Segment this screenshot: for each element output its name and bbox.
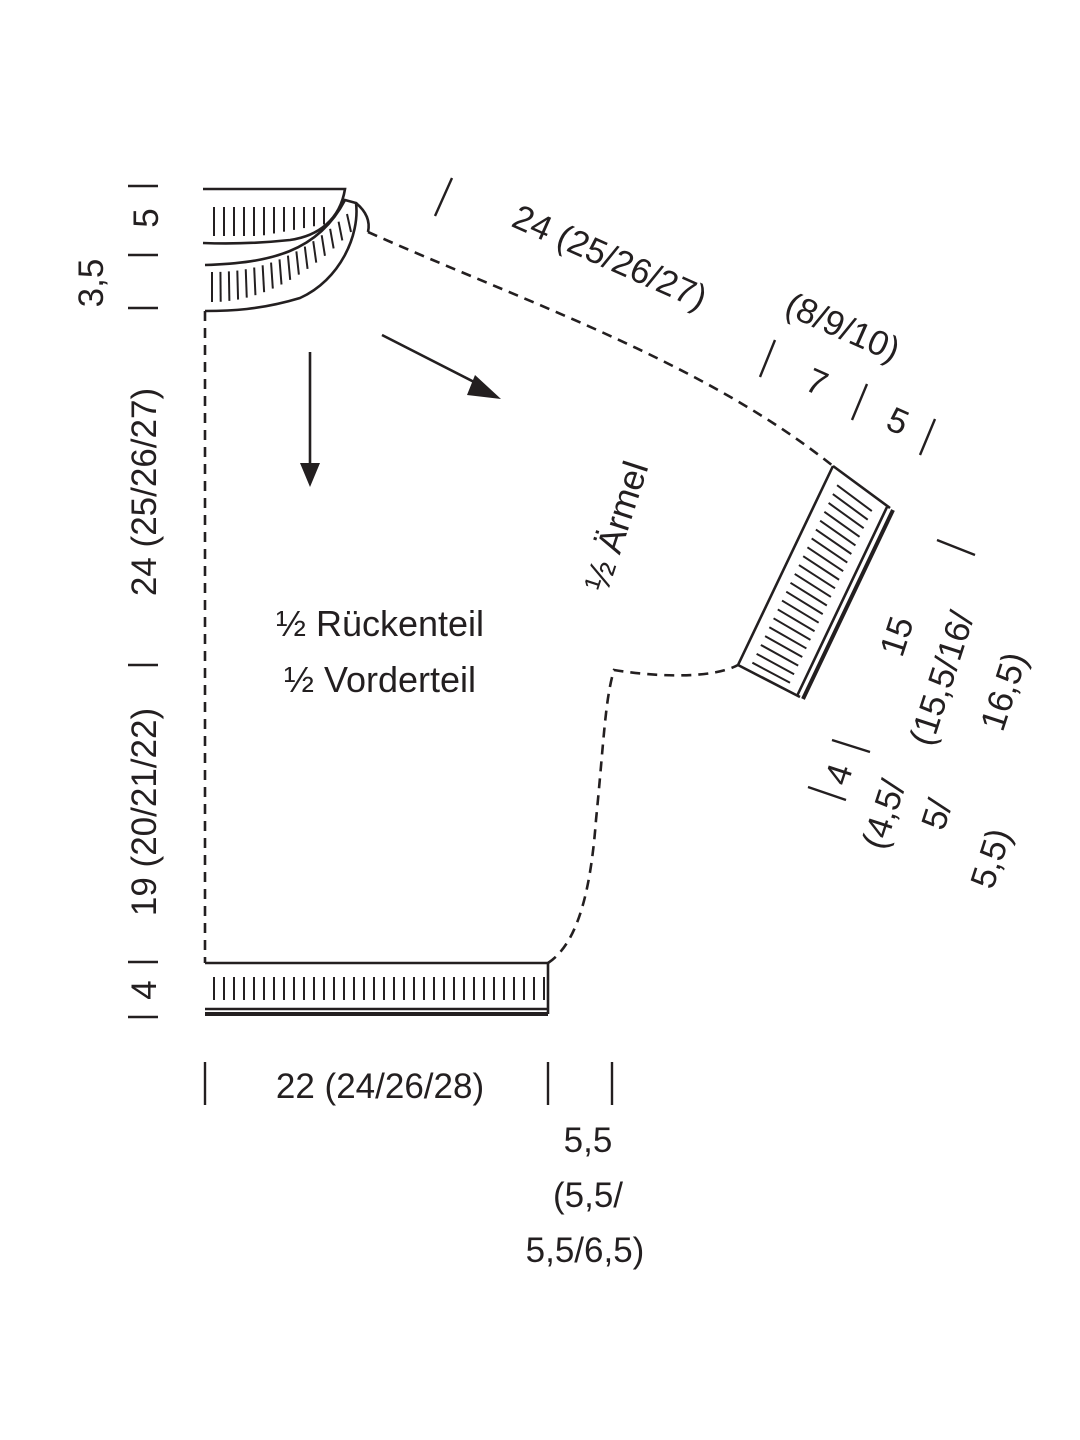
rib-stitch <box>798 564 836 590</box>
rib-stitch <box>764 635 803 658</box>
rib-stitch <box>836 484 873 512</box>
knitting-direction-arrows <box>300 333 501 487</box>
rib-stitch <box>794 573 832 598</box>
dim-underarm-offset-3: 5,5/6,5) <box>526 1231 645 1270</box>
rib-stitch <box>789 581 828 607</box>
rib-stitch <box>819 519 857 547</box>
rib-stitch <box>777 608 816 633</box>
dim-sleeve-upper-sizes: (8/9/10) <box>780 285 906 370</box>
rib-stitch <box>773 617 811 641</box>
rib-stitch <box>802 555 840 581</box>
rib-stitch <box>828 502 865 530</box>
neck-rib-stitches <box>211 207 352 302</box>
rib-stitch <box>815 528 852 555</box>
rib-stitch <box>768 626 807 650</box>
cuff-rib-stitches <box>751 484 873 684</box>
label-sleeve-half: ½ Ärmel <box>576 456 656 596</box>
rib-stitch <box>785 590 824 615</box>
dim-underarm-offset-1: 5,5 <box>564 1121 613 1160</box>
dimension-ticks <box>128 177 976 1105</box>
rib-stitch <box>236 270 240 300</box>
rib-stitch <box>253 267 257 296</box>
label-back-half: ½ Rückenteil <box>276 603 484 644</box>
cuff-ribbing <box>736 464 895 700</box>
dim-cuff-width-1: 15 <box>873 612 922 661</box>
dim-underarm-offset-2: (5,5/ <box>553 1176 623 1215</box>
dim-cuff-width-3: 16,5) <box>973 647 1035 735</box>
rib-stitch <box>756 652 795 676</box>
dim-cuff-depth-3: 5/ <box>914 794 960 834</box>
rib-stitch <box>760 644 799 667</box>
rib-stitch <box>244 269 248 298</box>
dim-cuff-depth-1: 4 <box>818 759 861 790</box>
dim-cuff-depth-2: (4,5/ <box>855 775 914 854</box>
rib-stitch <box>295 251 300 275</box>
rib-stitch <box>329 228 335 249</box>
hem-rib-stitches <box>213 977 545 1000</box>
label-front-half: ½ Vorderteil <box>284 659 476 700</box>
dim-sleeve-upper-seg: 7 <box>800 361 834 405</box>
rib-stitch <box>270 262 274 289</box>
dim-hem-width: 22 (24/26/28) <box>276 1067 484 1106</box>
arrow-down-icon <box>300 463 320 487</box>
rib-stitch <box>286 255 292 280</box>
dim-body-length-lower: 19 (20/21/22) <box>125 708 164 916</box>
arrow-diagonal-icon <box>467 375 501 399</box>
rib-stitch <box>806 546 844 573</box>
rib-stitch <box>346 213 352 233</box>
neck-ribbing <box>202 187 370 313</box>
dim-sleeve-cuff-top: 5 <box>881 400 915 444</box>
rib-stitch <box>227 271 231 301</box>
dim-neck-depth-back: 5 <box>127 208 166 227</box>
rib-stitch <box>303 246 309 270</box>
rib-stitch <box>823 511 861 538</box>
hem-ribbing <box>205 961 550 1016</box>
rib-stitch <box>312 241 318 263</box>
rib-stitch <box>261 265 266 293</box>
rib-stitch <box>278 259 283 285</box>
rib-stitch <box>320 235 326 256</box>
dim-neck-depth-front: 3,5 <box>72 259 111 308</box>
rib-stitch <box>781 599 820 624</box>
dim-sleeve-top: 24 (25/26/27) <box>507 197 713 317</box>
rib-stitch <box>751 661 791 684</box>
dim-hem-height: 4 <box>125 980 164 999</box>
rib-stitch <box>811 537 848 564</box>
garment-outline <box>203 230 834 965</box>
rib-stitch <box>337 221 344 241</box>
rib-stitch <box>832 493 869 521</box>
dim-body-length-upper: 24 (25/26/27) <box>125 388 164 596</box>
dim-cuff-depth-4: 5,5) <box>963 824 1019 893</box>
